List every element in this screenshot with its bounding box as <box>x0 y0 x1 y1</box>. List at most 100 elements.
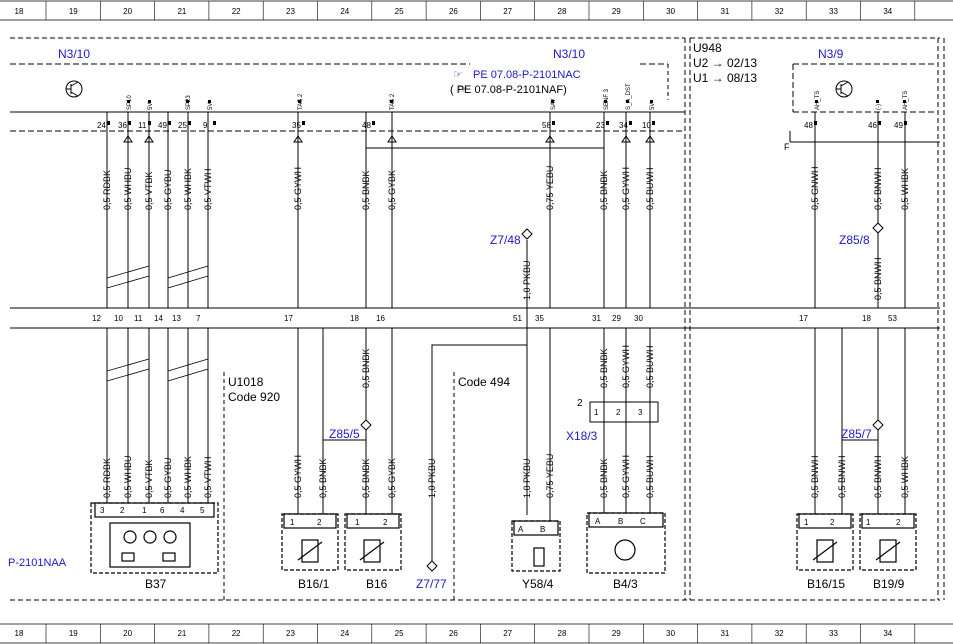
wire-label: 0,5 BNWH <box>837 455 847 498</box>
wire-label: 0,5 BNBK <box>599 170 609 210</box>
wire-label: 0,5 BNBK <box>361 458 371 498</box>
b37-label: B37 <box>145 577 167 591</box>
pin-number: 17 <box>284 314 293 323</box>
wire-label: 0,5 GYBU <box>163 169 173 210</box>
ruler-number: 20 <box>123 629 132 638</box>
wire-label: 0,5 WHBK <box>183 168 193 210</box>
ruler-number: 18 <box>15 7 24 16</box>
wire-label: 0,5 GYWH <box>293 455 303 498</box>
wire-label: 0,5 BNBK <box>599 458 609 498</box>
connector-pin-name: TAS 2 <box>298 93 304 110</box>
connector-pin-name: S_A_DST <box>626 83 632 110</box>
ruler-number: 31 <box>720 7 729 16</box>
wire-label: 0,5 BNBK <box>361 348 371 388</box>
ruler-number: 29 <box>612 629 621 638</box>
pin-number: 35 <box>292 121 301 130</box>
b16-15-component[interactable] <box>796 513 854 571</box>
ruler-number: 34 <box>883 629 892 638</box>
u1-label: U1 → 08/13 <box>693 71 757 85</box>
z85-5-label[interactable]: Z85/5 <box>329 427 360 441</box>
pe-link-naa[interactable]: P-2101NAA <box>8 557 67 569</box>
pin-number: 9 <box>203 121 208 130</box>
wire-label: 0,5 VTWH <box>203 168 213 210</box>
ruler-number: 18 <box>15 629 24 638</box>
ruler-number: 33 <box>829 7 838 16</box>
connector-pin-name: 5V <box>650 103 656 110</box>
wire-label: 0,5 WHBU <box>123 455 133 498</box>
x18-pin-1: 1 <box>594 408 599 417</box>
ruler-number: 28 <box>558 629 567 638</box>
pin-number: 48 <box>804 121 813 130</box>
pointer-icon: ☞ <box>458 84 468 96</box>
ruler-number: 34 <box>883 7 892 16</box>
wire-label: 0,5 GYBK <box>387 458 397 498</box>
wire-label: 0,5 BNBK <box>318 458 328 498</box>
pin-number: 36 <box>118 121 127 130</box>
transistor-icon <box>65 80 83 98</box>
b37-component[interactable] <box>90 502 219 574</box>
wires <box>106 100 907 572</box>
pin-number: 24 <box>97 121 106 130</box>
x18-3-label[interactable]: X18/3 <box>566 429 598 443</box>
pe-link-naf[interactable]: ( PE 07.08-P-2101NAF) <box>450 84 567 96</box>
wire-label: 0,5 GNWH <box>810 166 820 210</box>
b4-3-component[interactable] <box>586 512 666 574</box>
wire-label: 0,5 GYBU <box>163 457 173 498</box>
b16-component[interactable] <box>344 513 402 571</box>
connector-pin-name: SAV <box>551 98 557 110</box>
ruler-number: 25 <box>395 7 404 16</box>
pin-number: 51 <box>513 314 522 323</box>
z7-77-label[interactable]: Z7/77 <box>416 577 447 591</box>
wire-label: 0,5 BNBK <box>361 170 371 210</box>
component-pin: A <box>595 517 601 526</box>
ruler-number: 21 <box>177 629 186 638</box>
connector-pin-name: (-) <box>876 104 882 110</box>
ruler-number: 23 <box>286 629 295 638</box>
z7-48-label[interactable]: Z7/48 <box>490 233 521 247</box>
pin-number: 34 <box>619 121 628 130</box>
wire-label: 0,5 RDBK <box>102 170 112 210</box>
z85-8-label[interactable]: Z85/8 <box>839 233 870 247</box>
pin-number: 25 <box>178 121 187 130</box>
ruler-number: 22 <box>232 629 241 638</box>
pin-number: 31 <box>592 314 601 323</box>
ruler-number: 32 <box>775 629 784 638</box>
n3-10-left-label: N3/10 <box>58 47 90 61</box>
wire-label: 0,5 GYBK <box>387 170 397 210</box>
b4-3-label: B4/3 <box>613 577 638 591</box>
pin-number: 29 <box>612 314 621 323</box>
b16-1-component[interactable] <box>281 513 339 571</box>
pin-number: 30 <box>634 314 643 323</box>
wire-label: 0,75 YEBU <box>545 166 555 210</box>
wire-label: 0,5 GYWH <box>293 167 303 210</box>
ruler-number: 32 <box>775 7 784 16</box>
component-pin: 1 <box>804 518 809 527</box>
component-pin: C <box>640 517 646 526</box>
pin-number: 10 <box>642 121 651 130</box>
pin-number: 46 <box>868 121 877 130</box>
ruler-number: 30 <box>666 7 675 16</box>
component-pin: 3 <box>100 506 105 515</box>
component-pin: 6 <box>160 506 165 515</box>
wire-label: 0,5 VTBK <box>144 171 154 210</box>
wire-label: 0,5 BNBK <box>599 348 609 388</box>
z85-7-label[interactable]: Z85/7 <box>841 427 872 441</box>
connector-pin-name: SP10 <box>127 95 133 110</box>
b19-9-component[interactable] <box>859 513 917 571</box>
code494-label: Code 494 <box>458 375 510 389</box>
wire-label: 0,5 BNWH <box>873 257 883 300</box>
pin-number: 18 <box>862 314 871 323</box>
component-pin: 2 <box>383 518 388 527</box>
pin-number: 58 <box>542 121 551 130</box>
pin-number: 14 <box>154 314 163 323</box>
pin-number: 53 <box>888 314 897 323</box>
component-pin: B <box>618 517 623 526</box>
wire-label: 0,5 BNWH <box>810 455 820 498</box>
wire-label: 0,5 WHBK <box>900 456 910 498</box>
code920-label: Code 920 <box>228 390 280 404</box>
pe-link-nac[interactable]: PE 07.08-P-2101NAC <box>473 69 581 81</box>
component-pin: 1 <box>290 518 295 527</box>
y58-4-component[interactable] <box>511 520 561 572</box>
